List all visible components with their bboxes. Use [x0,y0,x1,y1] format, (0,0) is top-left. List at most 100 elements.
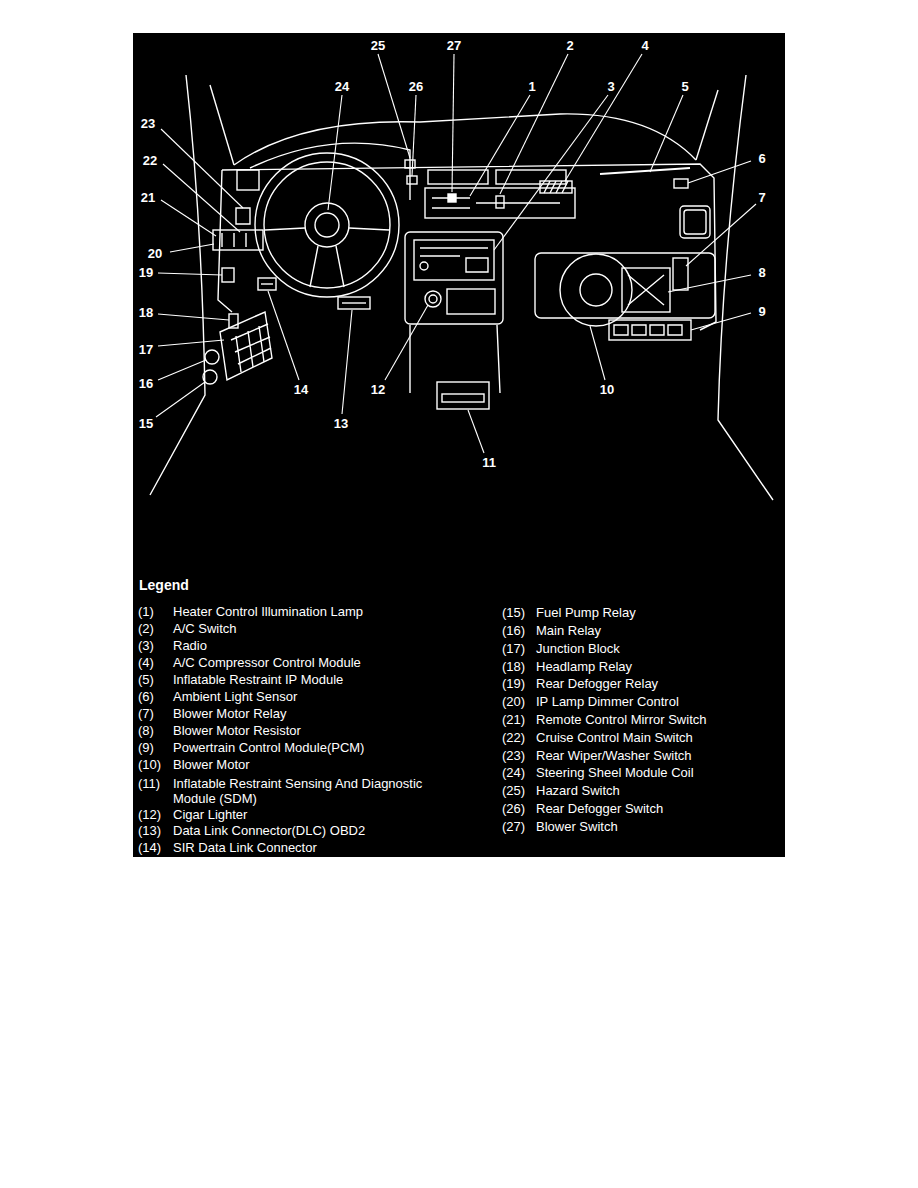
sir-connector [258,278,276,290]
pcm [609,320,691,340]
right-pillar [718,75,773,500]
right-pillar-inner [696,90,718,160]
legend-text: Radio [173,638,453,653]
callout-number: 5 [681,79,688,94]
hatching [544,181,568,193]
callout-number: 8 [758,265,765,280]
legend-number: (20) [502,694,525,709]
callout-number: 12 [371,382,385,397]
legend-text: Inflatable Restraint IP Module [173,672,453,687]
wheel-spokes [265,228,389,287]
legend-text: A/C Switch [173,621,453,636]
callout-number: 24 [335,79,349,94]
leader-line [163,164,240,232]
left-pillar-inner [210,85,234,165]
legend-number: (15) [502,605,525,620]
lower-panel [535,253,715,318]
legend-number: (11) [138,776,160,791]
legend-number: (23) [502,748,525,763]
callout-number: 9 [758,304,765,319]
leader-line [161,129,243,208]
sdm [437,382,489,409]
side-vent [680,206,710,238]
leader-line [686,204,756,266]
callout-number: 16 [139,376,153,391]
leader-line [161,200,216,236]
legend-number: (14) [138,840,161,855]
airbag-door [600,168,690,174]
callout-number: 7 [758,190,765,205]
callout-number: 1 [528,79,535,94]
legend-text: Blower Motor Resistor [173,723,453,738]
steering-module-coil [315,213,339,237]
defogger-relay [222,268,234,282]
leader-line [468,410,484,453]
legend-number: (2) [138,621,154,636]
legend-text: Inflatable Restraint Sensing And Diagnos… [173,776,453,806]
leader-line [158,273,222,275]
junction-grid [231,324,271,372]
callout-number: 22 [143,153,157,168]
legend-number: (19) [502,676,525,691]
callout-number: 11 [482,455,496,470]
side-vent-inner [684,210,706,234]
dashboard-drawing [150,75,773,500]
sdm-face [442,394,484,402]
cigar-lighter-inner [429,295,437,303]
legend-text: Blower Switch [536,819,776,834]
callout-number: 4 [641,38,648,53]
legend-number: (18) [502,659,525,674]
leader-line [668,275,751,292]
callout-number: 10 [600,382,614,397]
blower-switch [448,194,456,202]
legend-number: (17) [502,641,525,656]
console [410,325,500,393]
callout-number: 19 [139,265,153,280]
leader-line [452,54,454,192]
callout-number: 18 [139,305,153,320]
legend-text: Headlamp Relay [536,659,776,674]
ac-switch [496,196,504,208]
callout-number: 6 [758,151,765,166]
callout-number: 13 [334,416,348,431]
steering-wheel-inner [264,162,390,288]
hazard-switch [405,160,415,168]
leader-line [328,95,342,210]
legend-text: Blower Motor Relay [173,706,453,721]
dlc-pins [342,302,366,303]
legend-text: Fuel Pump Relay [536,605,776,620]
blower-motor-hub [580,274,612,306]
pcm-connectors [614,325,682,335]
switches [222,208,250,247]
leader-line [412,95,416,176]
switch-panel [213,230,263,250]
legend-number: (7) [138,706,154,721]
legend-text: SIR Data Link Connector [173,840,453,855]
leader-line [590,326,605,380]
callout-number: 14 [294,382,308,397]
legend-text: Ambient Light Sensor [173,689,453,704]
radio-detail [420,248,488,272]
legend-text: Steering Sheel Module Coil [536,765,776,780]
leader-line [158,340,224,346]
blower-motor [560,254,632,326]
center-stack [405,232,503,324]
legend-number: (3) [138,638,154,653]
legend-text: Cruise Control Main Switch [536,730,776,745]
legend-text: Rear Defogger Switch [536,801,776,816]
callout-number: 27 [447,38,461,53]
leader-line [500,54,568,194]
legend-number: (5) [138,672,154,687]
blower-relay [673,258,688,290]
leader-line [385,305,428,380]
legend-text: Hazard Switch [536,783,776,798]
callout-number: 25 [371,38,385,53]
legend-number: (6) [138,689,154,704]
callout-number: 17 [139,342,153,357]
sir-connector-pins [261,283,273,284]
leader-line [494,95,608,250]
left-pillar [150,75,205,495]
ambient-sensor [674,179,688,188]
leader-lines [156,54,756,453]
